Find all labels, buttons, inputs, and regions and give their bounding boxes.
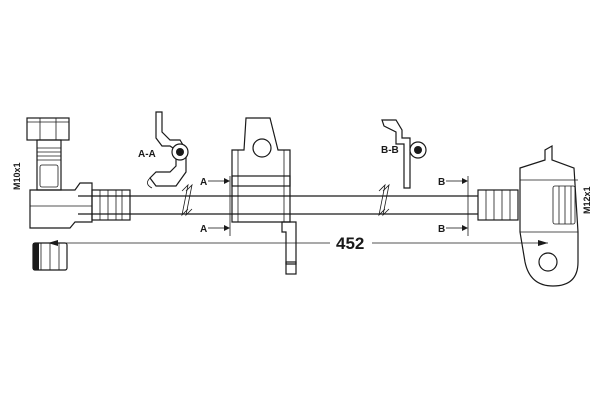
section-bb-detail [381, 119, 427, 189]
thread-left-label: M10x1 [12, 162, 22, 190]
section-cut-markers [208, 176, 469, 236]
cut-b-bottom-label: B [438, 224, 445, 235]
cut-a-top-label: A [200, 177, 207, 188]
dimension-line [48, 240, 548, 246]
thread-right-label: M12x1 [582, 186, 592, 214]
left-fitting [26, 117, 131, 271]
section-aa-label: A-A [138, 149, 156, 160]
right-fitting [477, 144, 579, 287]
cut-b-top-label: B [438, 177, 445, 188]
center-bracket [231, 117, 297, 275]
section-aa-detail [147, 111, 189, 189]
cut-a-bottom-label: A [200, 224, 207, 235]
hose-body [78, 183, 478, 217]
dimension-length-label: 452 [336, 234, 364, 253]
section-bb-label: B-B [381, 145, 399, 156]
